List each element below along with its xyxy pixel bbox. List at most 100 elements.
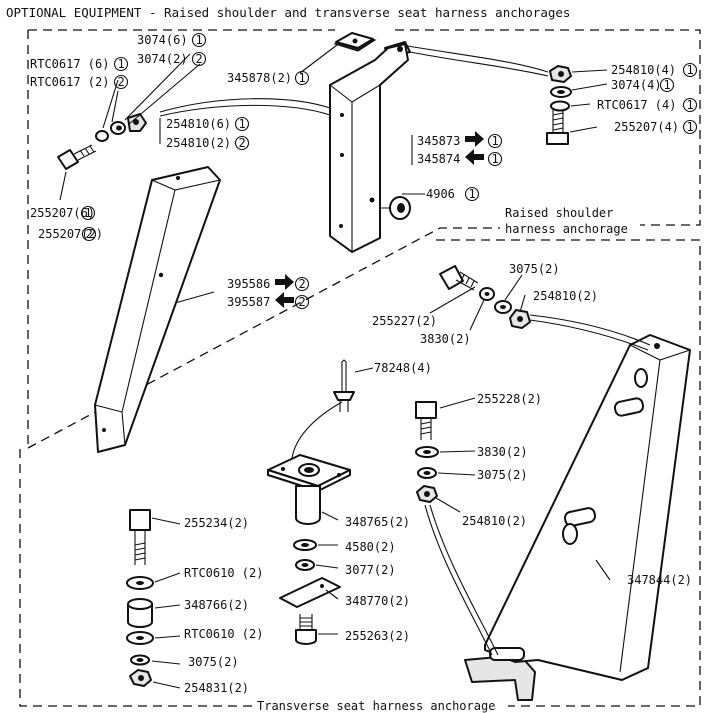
label-395587: 395587: [227, 295, 270, 309]
marker-text: 1: [492, 134, 499, 148]
label-347844: 347844(2): [627, 573, 692, 587]
label-3830-mid: 3830(2): [477, 445, 528, 459]
anchor-347844: [464, 334, 691, 701]
nut-254831: [129, 669, 152, 687]
marker-text: 1: [664, 78, 671, 92]
label-348766: 348766(2): [184, 598, 249, 612]
nut-254810-right: [549, 65, 572, 83]
marker-text: 1: [492, 152, 499, 166]
raised-anchorage-frame: [27, 29, 701, 448]
diagram-title: OPTIONAL EQUIPMENT - Raised shoulder and…: [6, 5, 570, 20]
marker-text: 2: [86, 227, 93, 241]
label-255228: 255228(2): [477, 392, 542, 406]
bracket-348765: [267, 454, 351, 525]
label-rtc0617-6: RTC0617 (6): [30, 57, 109, 71]
label-348765: 348765(2): [345, 515, 410, 529]
bracket-345873: [329, 41, 411, 253]
plate-348770: [279, 577, 341, 608]
marker-text: 2: [299, 277, 306, 291]
washer-3077-hole: [301, 563, 309, 567]
washer-3075-bot-hole: [136, 658, 144, 662]
hand-arrows: [275, 131, 484, 308]
label-254810-mid: 254810(2): [462, 514, 527, 528]
marker-1-icon: 1: [294, 70, 310, 86]
right-hand-arrow-icon: [465, 131, 484, 147]
bolt-255263: [295, 614, 317, 645]
bolt-255207-left: [57, 144, 97, 170]
label-255207-6: 255207(6): [30, 206, 95, 220]
rivet-78248: [333, 359, 355, 412]
bolt-255207-right: [546, 110, 569, 145]
label-4906: 4906: [426, 187, 455, 201]
washer-rtc0617-left: [95, 130, 109, 142]
nut-254810-mid: [416, 485, 438, 503]
marker-2-icon: 2: [191, 51, 207, 67]
marker-1-icon: 1: [682, 119, 698, 135]
strap-left-edge: [159, 104, 331, 117]
marker-text: 2: [299, 295, 306, 309]
section-divider: [27, 227, 500, 449]
label-254810-4: 254810(4): [611, 63, 676, 77]
label-rtc0610-b: RTC0610 (2): [184, 627, 263, 641]
marker-1-icon: 1: [80, 205, 96, 221]
marker-text: 1: [687, 98, 694, 112]
marker-text: 1: [239, 117, 246, 131]
washer-3074-left: [110, 121, 126, 135]
label-255207-4: 255207(4): [614, 120, 679, 134]
marker-1-icon: 1: [191, 32, 207, 48]
marker-text: 1: [118, 57, 125, 71]
label-3074-4: 3074(4): [611, 78, 662, 92]
label-3075-bot: 3075(2): [188, 655, 239, 669]
marker-text: 1: [85, 206, 92, 220]
label-348770: 348770(2): [345, 594, 410, 608]
label-345878: 345878(2): [227, 71, 292, 85]
label-3074-6: 3074(6): [137, 33, 188, 47]
label-254831: 254831(2): [184, 681, 249, 695]
marker-text: 1: [687, 120, 694, 134]
marker-text: 2: [118, 75, 125, 89]
label-4580: 4580(2): [345, 540, 396, 554]
washer-4906: [389, 196, 411, 220]
left-hand-arrow-icon: [465, 149, 484, 165]
label-3074-2: 3074(2): [137, 52, 188, 66]
label-255227: 255227(2): [372, 314, 437, 328]
strap-right-edge: [409, 51, 549, 77]
marker-text: 2: [239, 136, 246, 150]
marker-text: 1: [299, 71, 306, 85]
marker-1-icon: 1: [682, 97, 698, 113]
label-3075-top: 3075(2): [509, 262, 560, 276]
strap-bottom-right-edge: [529, 319, 649, 351]
label-3075-mid: 3075(2): [477, 468, 528, 482]
washer-3074-right: [550, 86, 572, 98]
bolt-255234: [129, 509, 151, 565]
label-254810-top: 254810(2): [533, 289, 598, 303]
spacer-348766: [127, 598, 153, 628]
strap-left: [159, 98, 331, 113]
label-254810-6: 254810(6): [166, 117, 231, 131]
marker-1-icon: 1: [113, 56, 129, 72]
marker-2-icon: 2: [294, 276, 310, 292]
label-3077: 3077(2): [345, 563, 396, 577]
right-hand-arrow-icon: [275, 274, 294, 290]
washer-3075-top: [494, 300, 512, 314]
marker-1-icon: 1: [487, 133, 503, 149]
marker-text: 1: [196, 33, 203, 47]
label-345874: 345874: [417, 152, 460, 166]
strap-bottom-link: [424, 504, 493, 656]
marker-2-icon: 2: [234, 135, 250, 151]
label-345873: 345873: [417, 134, 460, 148]
marker-text: 2: [196, 52, 203, 66]
label-255234: 255234(2): [184, 516, 249, 530]
nut-254810-left: [127, 113, 147, 132]
label-3830-top: 3830(2): [420, 332, 471, 346]
marker-1-icon: 1: [487, 151, 503, 167]
marker-1-icon: 1: [659, 77, 675, 93]
label-255263: 255263(2): [345, 629, 410, 643]
bolt-255228: [415, 401, 437, 440]
marker-1-icon: 1: [682, 62, 698, 78]
marker-1-icon: 1: [234, 116, 250, 132]
post-395586: [94, 166, 221, 453]
marker-1-icon: 1: [464, 186, 480, 202]
nut-254810-top: [509, 309, 531, 329]
